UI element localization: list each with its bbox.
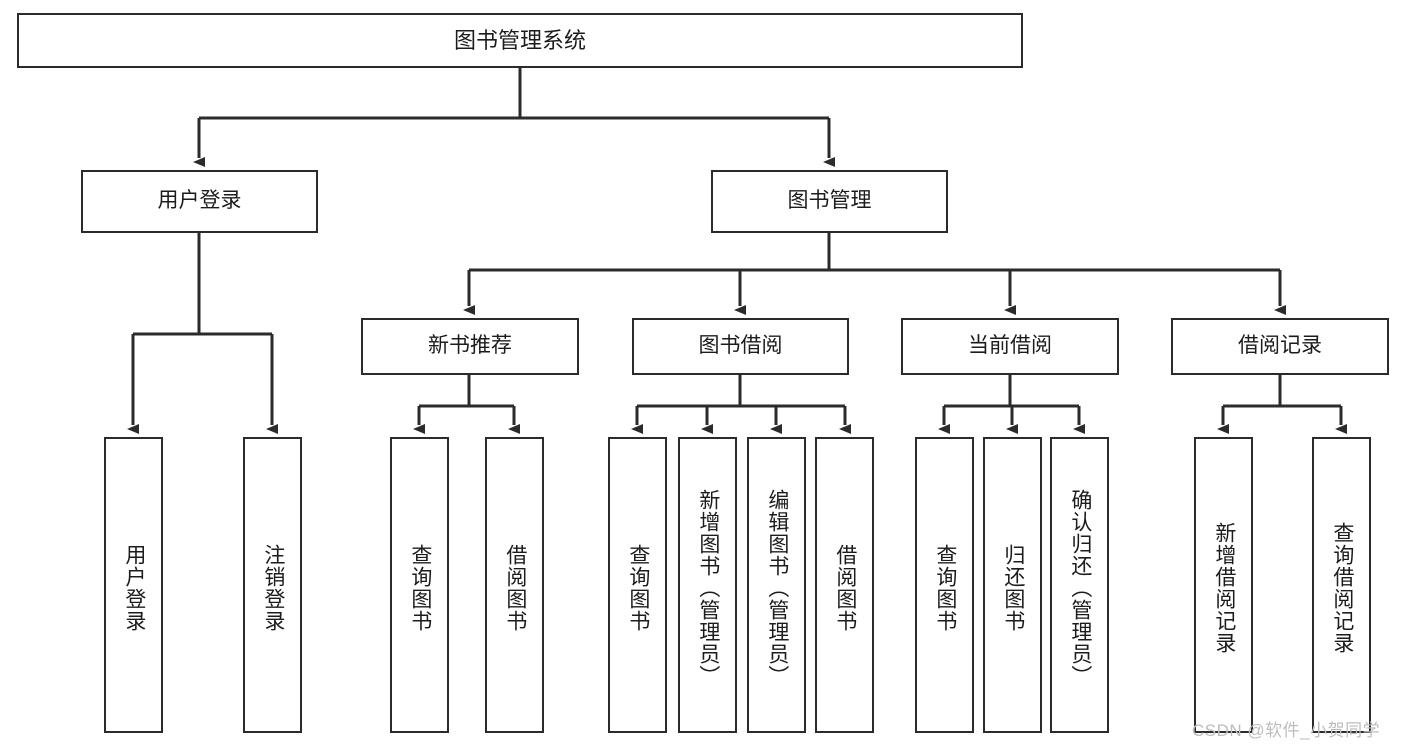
node-book-borrow-label: 图书借阅 (698, 334, 783, 358)
leaf-add-borrow-record[interactable]: 新增借阅记录 (1194, 437, 1253, 733)
leaf-borrow-book-recommendation[interactable]: 借阅图书 (485, 437, 544, 733)
node-user-login[interactable]: 用户登录 (81, 170, 318, 233)
node-book-manage[interactable]: 图书管理 (711, 170, 948, 233)
leaf-query-book-borrow[interactable]: 查询图书 (608, 437, 667, 733)
leaf-borrow-book-label: 借阅图书 (833, 544, 857, 632)
leaf-add-borrow-record-label: 新增借阅记录 (1212, 522, 1236, 654)
leaf-user-login[interactable]: 用户登录 (104, 437, 163, 733)
csdn-watermark: CSDN @软件_小贺同学 (1192, 721, 1381, 740)
leaf-confirm-return-admin-label: 确认归还（管理员） (1068, 489, 1092, 687)
leaf-return-book-label: 归还图书 (1001, 544, 1025, 632)
node-borrow-record-label: 借阅记录 (1238, 334, 1322, 358)
node-new-book-recommendation-label: 新书推荐 (428, 334, 512, 358)
leaf-query-book-current[interactable]: 查询图书 (915, 437, 974, 733)
leaf-user-logout[interactable]: 注销登录 (243, 437, 302, 733)
node-new-book-recommendation[interactable]: 新书推荐 (361, 318, 579, 375)
leaf-borrow-book[interactable]: 借阅图书 (815, 437, 874, 733)
leaf-query-book-borrow-label: 查询图书 (626, 544, 650, 632)
leaf-query-borrow-record-label: 查询借阅记录 (1330, 522, 1354, 654)
leaf-edit-book-admin[interactable]: 编辑图书（管理员） (747, 437, 806, 733)
node-book-borrow[interactable]: 图书借阅 (632, 318, 849, 375)
leaf-add-book-admin[interactable]: 新增图书（管理员） (678, 437, 737, 733)
node-root[interactable]: 图书管理系统 (17, 13, 1023, 68)
node-borrow-record[interactable]: 借阅记录 (1171, 318, 1389, 375)
leaf-user-login-label: 用户登录 (122, 544, 146, 632)
leaf-return-book[interactable]: 归还图书 (983, 437, 1042, 733)
node-current-borrow[interactable]: 当前借阅 (901, 318, 1119, 375)
leaf-query-book-recommendation[interactable]: 查询图书 (390, 437, 449, 733)
leaf-query-book-current-label: 查询图书 (933, 544, 957, 632)
leaf-confirm-return-admin[interactable]: 确认归还（管理员） (1050, 437, 1109, 733)
leaf-user-logout-label: 注销登录 (261, 544, 285, 632)
leaf-query-borrow-record[interactable]: 查询借阅记录 (1312, 437, 1371, 733)
leaf-add-book-admin-label: 新增图书（管理员） (696, 489, 720, 687)
leaf-borrow-book-recommendation-label: 借阅图书 (503, 544, 527, 632)
node-root-label: 图书管理系统 (453, 27, 586, 53)
node-book-manage-label: 图书管理 (787, 189, 872, 213)
leaf-query-book-recommendation-label: 查询图书 (408, 544, 432, 632)
node-current-borrow-label: 当前借阅 (968, 334, 1052, 358)
leaf-edit-book-admin-label: 编辑图书（管理员） (765, 489, 789, 687)
node-user-login-label: 用户登录 (157, 189, 242, 213)
